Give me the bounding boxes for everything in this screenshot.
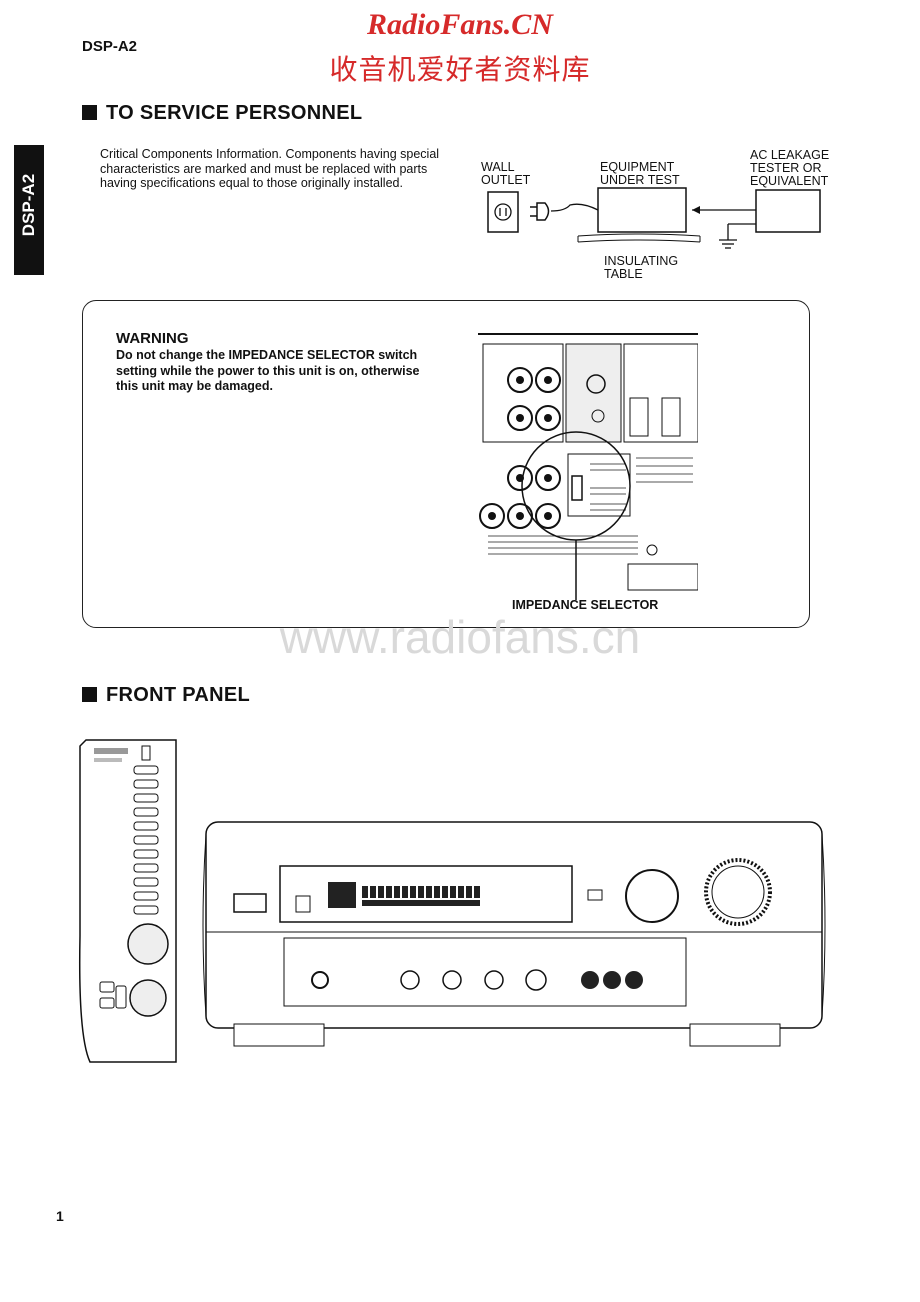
leakage-test-diagram	[487, 187, 821, 249]
heading-square-icon	[82, 105, 97, 120]
watermark-url: www.radiofans.cn	[279, 611, 641, 663]
remote-mute-icon	[129, 979, 167, 1017]
equipment-box	[597, 187, 687, 233]
ground-icon	[719, 223, 756, 249]
heading-square-icon	[82, 687, 97, 702]
rear-panel-illustration	[478, 328, 698, 600]
insulating-table-label: INSULATING TABLE	[604, 254, 679, 281]
remote-dpad-icon	[127, 923, 169, 965]
service-heading-text: TO SERVICE PERSONNEL	[106, 102, 363, 124]
impedance-selector-label: IMPEDANCE SELECTOR	[512, 598, 659, 612]
leakage-tester-label: AC LEAKAGE TESTER OR EQUIVALENT	[750, 148, 830, 188]
watermark-title: RadioFans.CN	[367, 8, 553, 41]
equipment-label: EQUIPMENT UNDER TEST	[600, 160, 680, 187]
front-panel-heading-text: FRONT PANEL	[106, 684, 251, 706]
warning-title: WARNING	[116, 330, 189, 347]
page-number: 1	[56, 1208, 64, 1224]
input-selector-knob-icon	[625, 869, 679, 923]
model-header: DSP-A2	[82, 38, 138, 55]
service-paragraph: Critical Components Information. Compone…	[100, 147, 440, 190]
remote-ir-window	[141, 745, 151, 761]
front-panel-heading: FRONT PANEL	[82, 684, 250, 707]
service-heading: TO SERVICE PERSONNEL	[82, 102, 362, 125]
side-tab: DSP-A2	[14, 145, 44, 275]
plug-icon	[530, 202, 599, 221]
warning-box	[82, 300, 810, 628]
wall-outlet-label: WALL OUTLET	[481, 160, 531, 187]
remote-control-illustration	[78, 739, 177, 1063]
warning-text: Do not change the IMPEDANCE SELECTOR swi…	[116, 348, 420, 393]
watermark-subtitle: 收音机爱好者资料库	[329, 53, 591, 86]
side-tab-label: DSP-A2	[19, 173, 38, 237]
wall-outlet-icon	[487, 191, 519, 233]
leakage-tester-box	[755, 189, 821, 233]
probe-arrow-icon	[692, 206, 756, 214]
impedance-switch-icon	[571, 475, 583, 501]
insulating-table	[577, 233, 701, 243]
amp-standby-button	[233, 893, 267, 913]
amp-subpanel	[283, 937, 687, 1007]
amplifier-front-illustration	[202, 821, 826, 1047]
